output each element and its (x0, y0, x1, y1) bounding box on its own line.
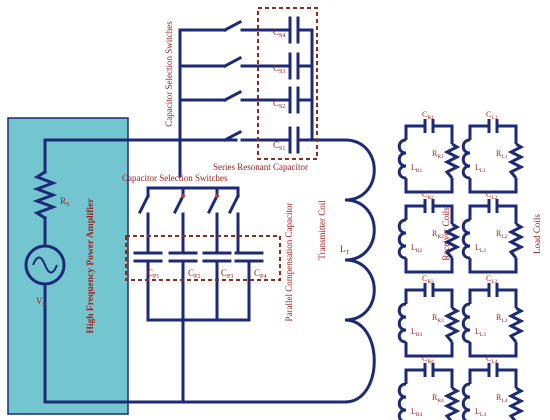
load-resistor (507, 386, 525, 420)
load-inductor (461, 218, 471, 260)
parallel-switch-bank (137, 186, 241, 224)
cap-cp3: CP3 (221, 268, 233, 280)
vs-label: VS (36, 296, 46, 308)
receiver-l-label: LR4 (411, 407, 423, 418)
cap-cs2: CS2 (273, 98, 285, 110)
load-c-label: CL3 (486, 274, 498, 285)
vs-source (24, 244, 66, 286)
load-inductor (461, 302, 471, 344)
series-switch-bank (222, 19, 292, 143)
series-capacitors (288, 16, 300, 154)
transmitter-coil-title: Transmitter Coil (317, 200, 327, 260)
receiver-l-label: LR3 (411, 327, 423, 338)
transmitter-inductor-label: LT (340, 244, 350, 256)
receiver-c-label: CR2 (422, 190, 434, 201)
cap-cp1: CP1 (147, 268, 159, 280)
receiver-r-label: RR3 (432, 313, 444, 324)
parallel-capacitors (133, 251, 264, 263)
load-l-label: LL4 (475, 407, 486, 418)
rs-resistor (32, 169, 58, 221)
parallel-switch-label: Capacitor Selection Switches (122, 173, 228, 183)
load-resistor (507, 306, 525, 343)
receiver-r-label: RR1 (432, 149, 444, 160)
load-resistor (507, 142, 525, 179)
receiver-r-label: RR2 (432, 229, 444, 240)
cap-cs3: CS3 (273, 63, 285, 75)
series-group-label: Series Resonant Capacitor (213, 162, 308, 172)
rs-label: RS (60, 196, 69, 208)
parallel-capacitor-group-box (125, 235, 281, 281)
cap-cs1: CS1 (273, 140, 285, 152)
load-c-label: CL1 (486, 110, 498, 121)
load-c-label: CL2 (486, 190, 498, 201)
receiver-inductor (397, 138, 407, 180)
load-resistor (507, 222, 525, 259)
power-amplifier-panel (7, 117, 129, 415)
receiver-l-label: LR1 (411, 163, 423, 174)
receiver-inductor (397, 218, 407, 260)
receiver-c-label: CR1 (422, 110, 434, 121)
receiver-c-label: CR4 (422, 354, 434, 365)
load-r-label: RL3 (496, 313, 508, 324)
load-l-label: LL3 (475, 327, 486, 338)
receiver-resistor (443, 142, 461, 179)
cap-cp4: CP4 (254, 268, 266, 280)
transmitter-coil (343, 138, 376, 404)
load-c-label: CL4 (486, 354, 498, 365)
parallel-group-label: Parallel Compensation Capacitor (284, 203, 294, 322)
load-coils-label: Load Coils (532, 214, 542, 254)
receiver-resistor (443, 386, 461, 420)
load-r-label: RL4 (496, 393, 508, 404)
series-switch-label: Capacitor Selection Switches (164, 21, 174, 127)
cap-cs4: CS4 (273, 27, 285, 39)
receiver-inductor (397, 302, 407, 344)
receiver-resistor (443, 306, 461, 343)
load-r-label: RL1 (496, 149, 508, 160)
load-inductor (461, 382, 471, 420)
receiver-c-label: CR3 (422, 274, 434, 285)
receiver-inductor (397, 382, 407, 420)
receiver-r-label: RR4 (432, 393, 444, 404)
receiver-l-label: LR2 (411, 243, 423, 254)
cap-cp2: CP2 (188, 268, 200, 280)
power-amplifier-title: High Frequency Power Amplifier (86, 198, 96, 334)
load-l-label: LL2 (475, 243, 486, 254)
receiver-coils-label: Receiver Coils (441, 207, 451, 261)
load-r-label: RL2 (496, 229, 508, 240)
load-l-label: LL1 (475, 163, 486, 174)
receiver-resistor (443, 222, 461, 259)
load-inductor (461, 138, 471, 180)
series-capacitor-group-box (257, 7, 318, 160)
